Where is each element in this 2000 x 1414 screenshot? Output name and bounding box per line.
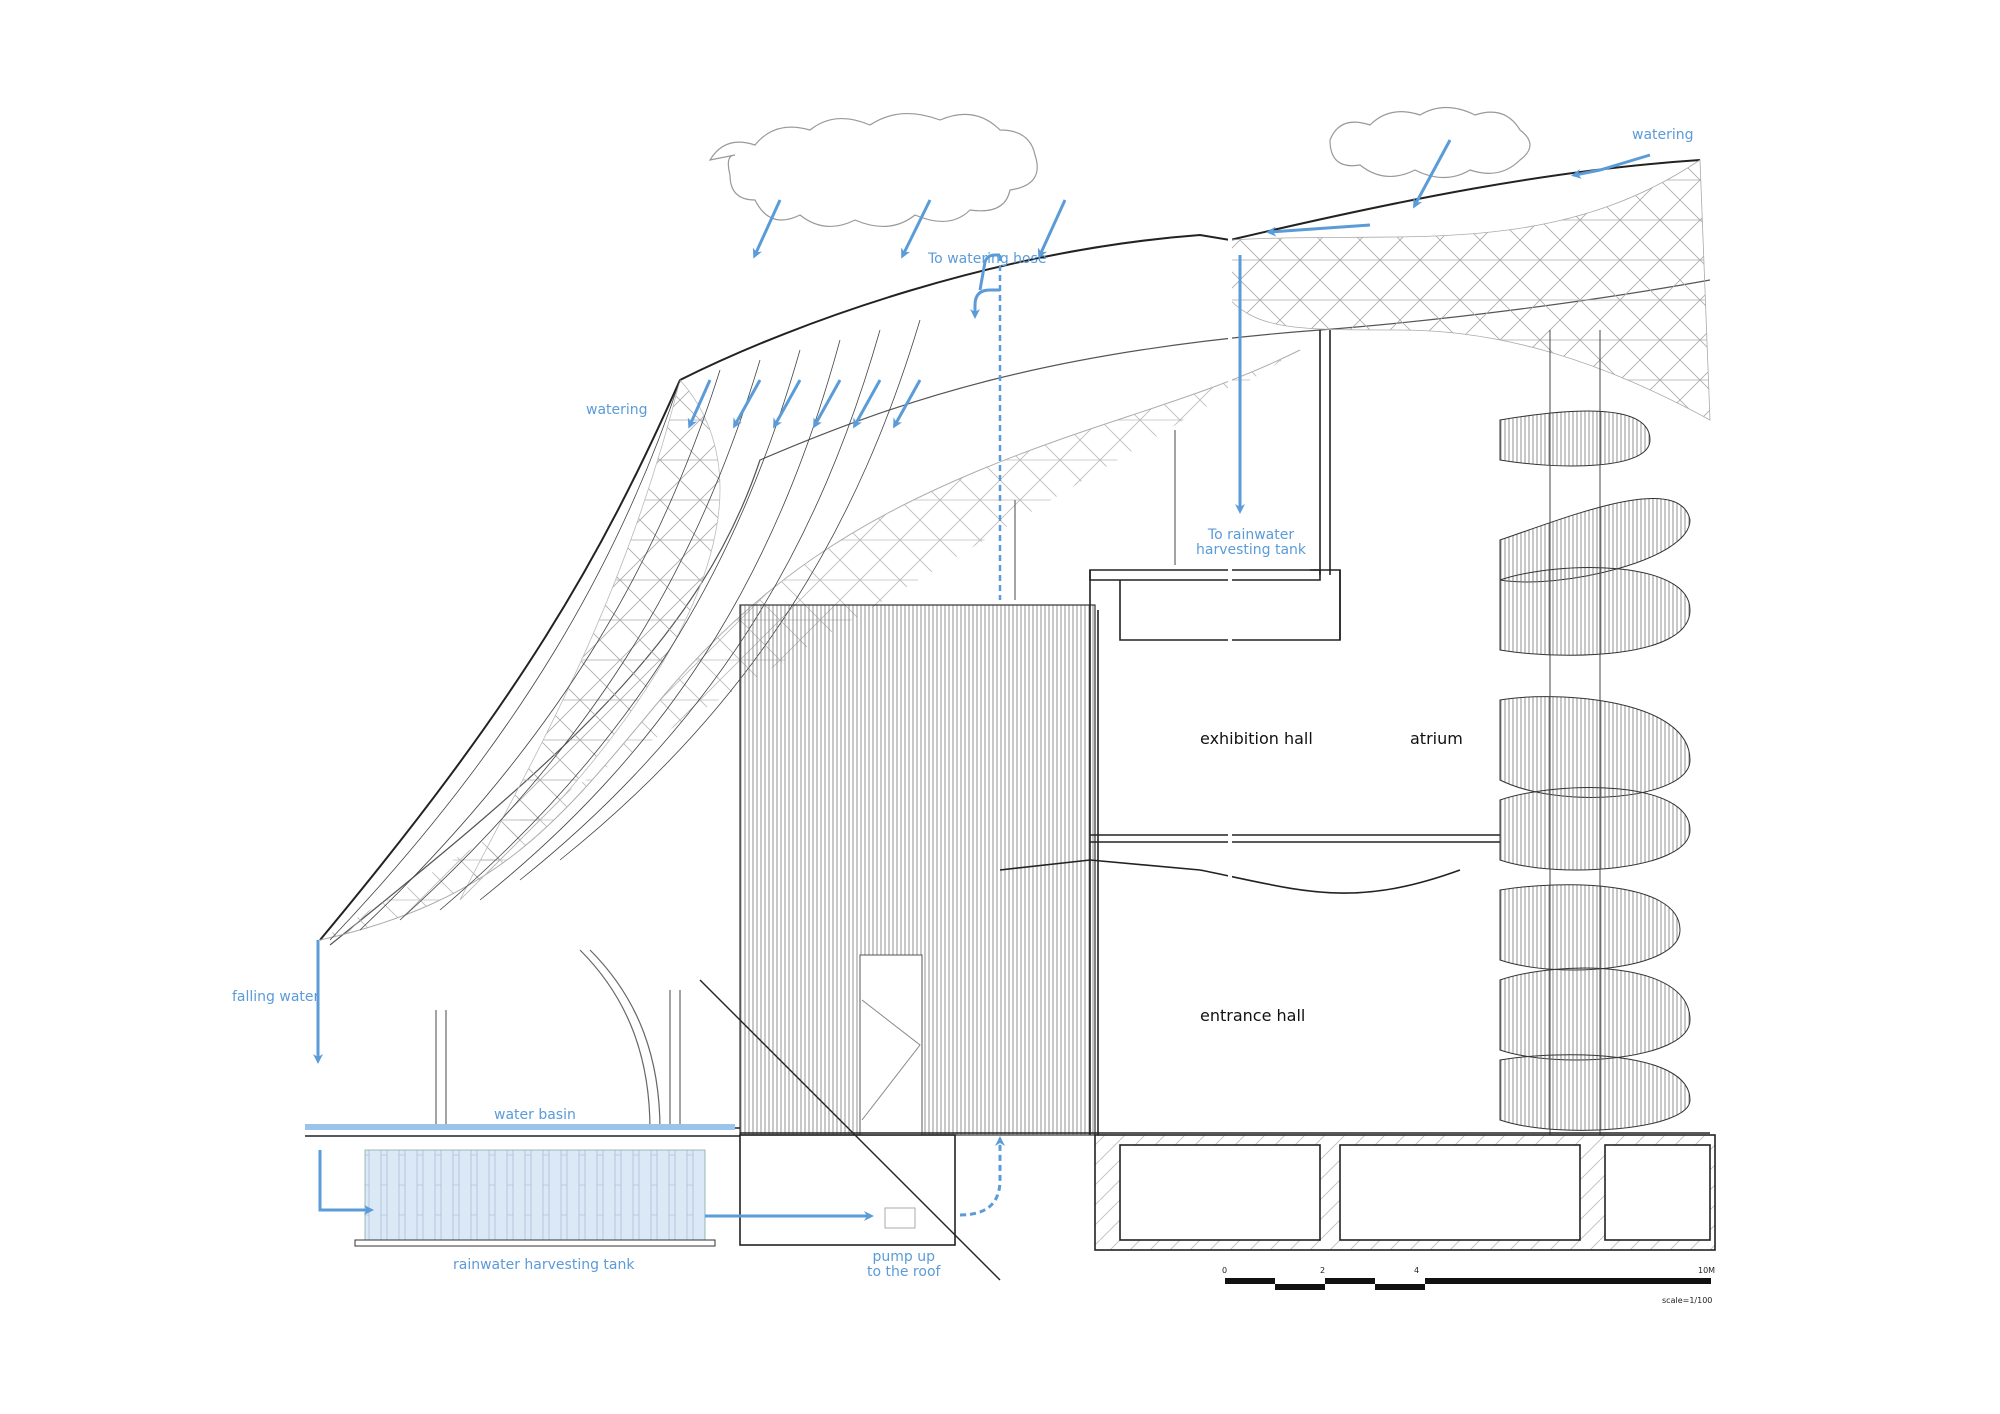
- label-water-basin: water basin: [494, 1107, 576, 1123]
- label-atrium: atrium: [1410, 729, 1463, 748]
- pump: [884, 1207, 916, 1229]
- label-rainwater-tank: rainwater harvesting tank: [453, 1257, 635, 1273]
- scale-tick-0: 0: [1222, 1266, 1228, 1275]
- scale-tick-2: 2: [1320, 1266, 1326, 1275]
- label-to-rainwater-tank: To rainwater harvesting tank: [1196, 527, 1307, 559]
- label-watering-top: watering: [1632, 127, 1694, 143]
- cloud-right: [1329, 106, 1531, 179]
- roof-canopy: [319, 159, 1701, 941]
- label-entrance-hall: entrance hall: [1200, 1006, 1306, 1025]
- scale-tick-4: 4: [1414, 1266, 1420, 1275]
- water-flow-arrows: [313, 139, 1651, 1221]
- label-watering-left: watering: [586, 402, 648, 418]
- scale-tick-10m: 10M: [1698, 1266, 1716, 1275]
- scale-bar: [1225, 1278, 1711, 1290]
- scale-text: scale=1/100: [1662, 1296, 1713, 1305]
- water-basin: [305, 1124, 735, 1130]
- label-pump-up: pump up to the roof: [867, 1249, 941, 1281]
- spiral-stair: [1499, 410, 1691, 1131]
- label-falling-water: falling water: [232, 989, 320, 1005]
- cloud-left: [708, 112, 1038, 228]
- door: [859, 954, 923, 1136]
- label-exhibition-hall: exhibition hall: [1200, 729, 1313, 748]
- label-to-watering-hose: To watering hose: [928, 251, 1047, 267]
- rainwater-tank: [364, 1149, 706, 1241]
